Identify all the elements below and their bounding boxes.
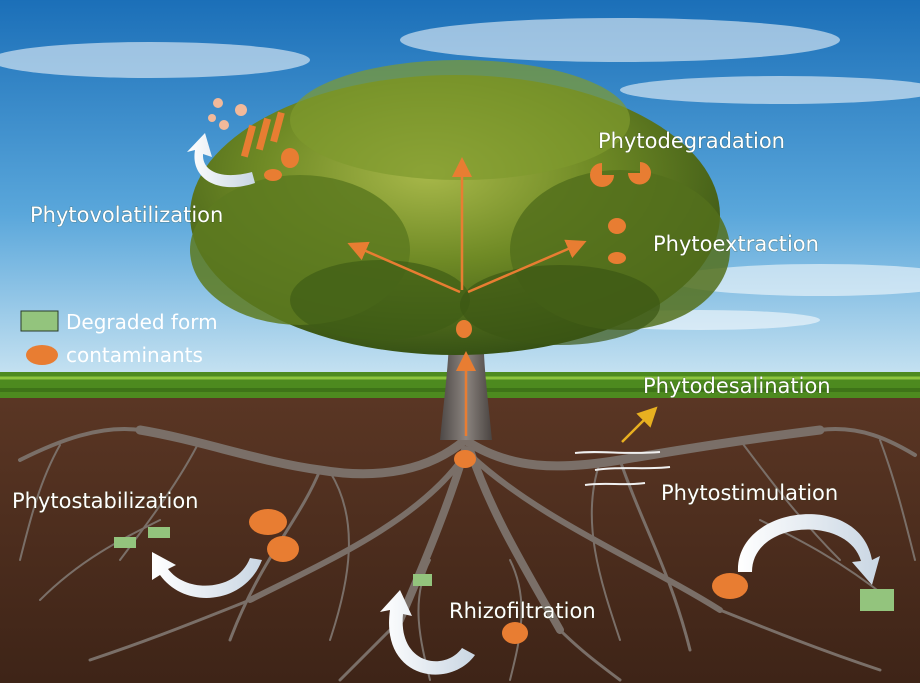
legend-degraded-swatch bbox=[21, 311, 58, 331]
legend-degraded-label: Degraded form bbox=[66, 310, 218, 334]
stabilization-degraded-1 bbox=[114, 537, 136, 548]
label-phytodegradation: Phytodegradation bbox=[598, 129, 785, 153]
rhizofiltration-degraded bbox=[413, 574, 432, 586]
label-phytostabilization: Phytostabilization bbox=[12, 489, 198, 513]
label-phytodesalination: Phytodesalination bbox=[643, 374, 831, 398]
legend-contaminants-label: contaminants bbox=[66, 343, 203, 367]
label-rhizofiltration: Rhizofiltration bbox=[449, 599, 596, 623]
legend-contaminant-swatch bbox=[26, 345, 58, 365]
extraction-contaminant-2 bbox=[608, 252, 626, 264]
label-phytostimulation: Phytostimulation bbox=[661, 481, 838, 505]
extraction-contaminant-1 bbox=[608, 218, 626, 234]
root-base-contaminant bbox=[454, 450, 476, 468]
stabilization-degraded-2 bbox=[148, 527, 170, 538]
label-phytoextraction: Phytoextraction bbox=[653, 232, 819, 256]
trunk-contaminant bbox=[456, 320, 472, 338]
stimulation-contaminant bbox=[712, 573, 748, 599]
rhizofiltration-contaminant bbox=[502, 622, 528, 644]
stimulation-degraded bbox=[860, 589, 894, 611]
stabilization-contaminant-2 bbox=[267, 536, 299, 562]
label-phytovolatilization: Phytovolatilization bbox=[30, 203, 223, 227]
stabilization-contaminant-1 bbox=[249, 509, 287, 535]
